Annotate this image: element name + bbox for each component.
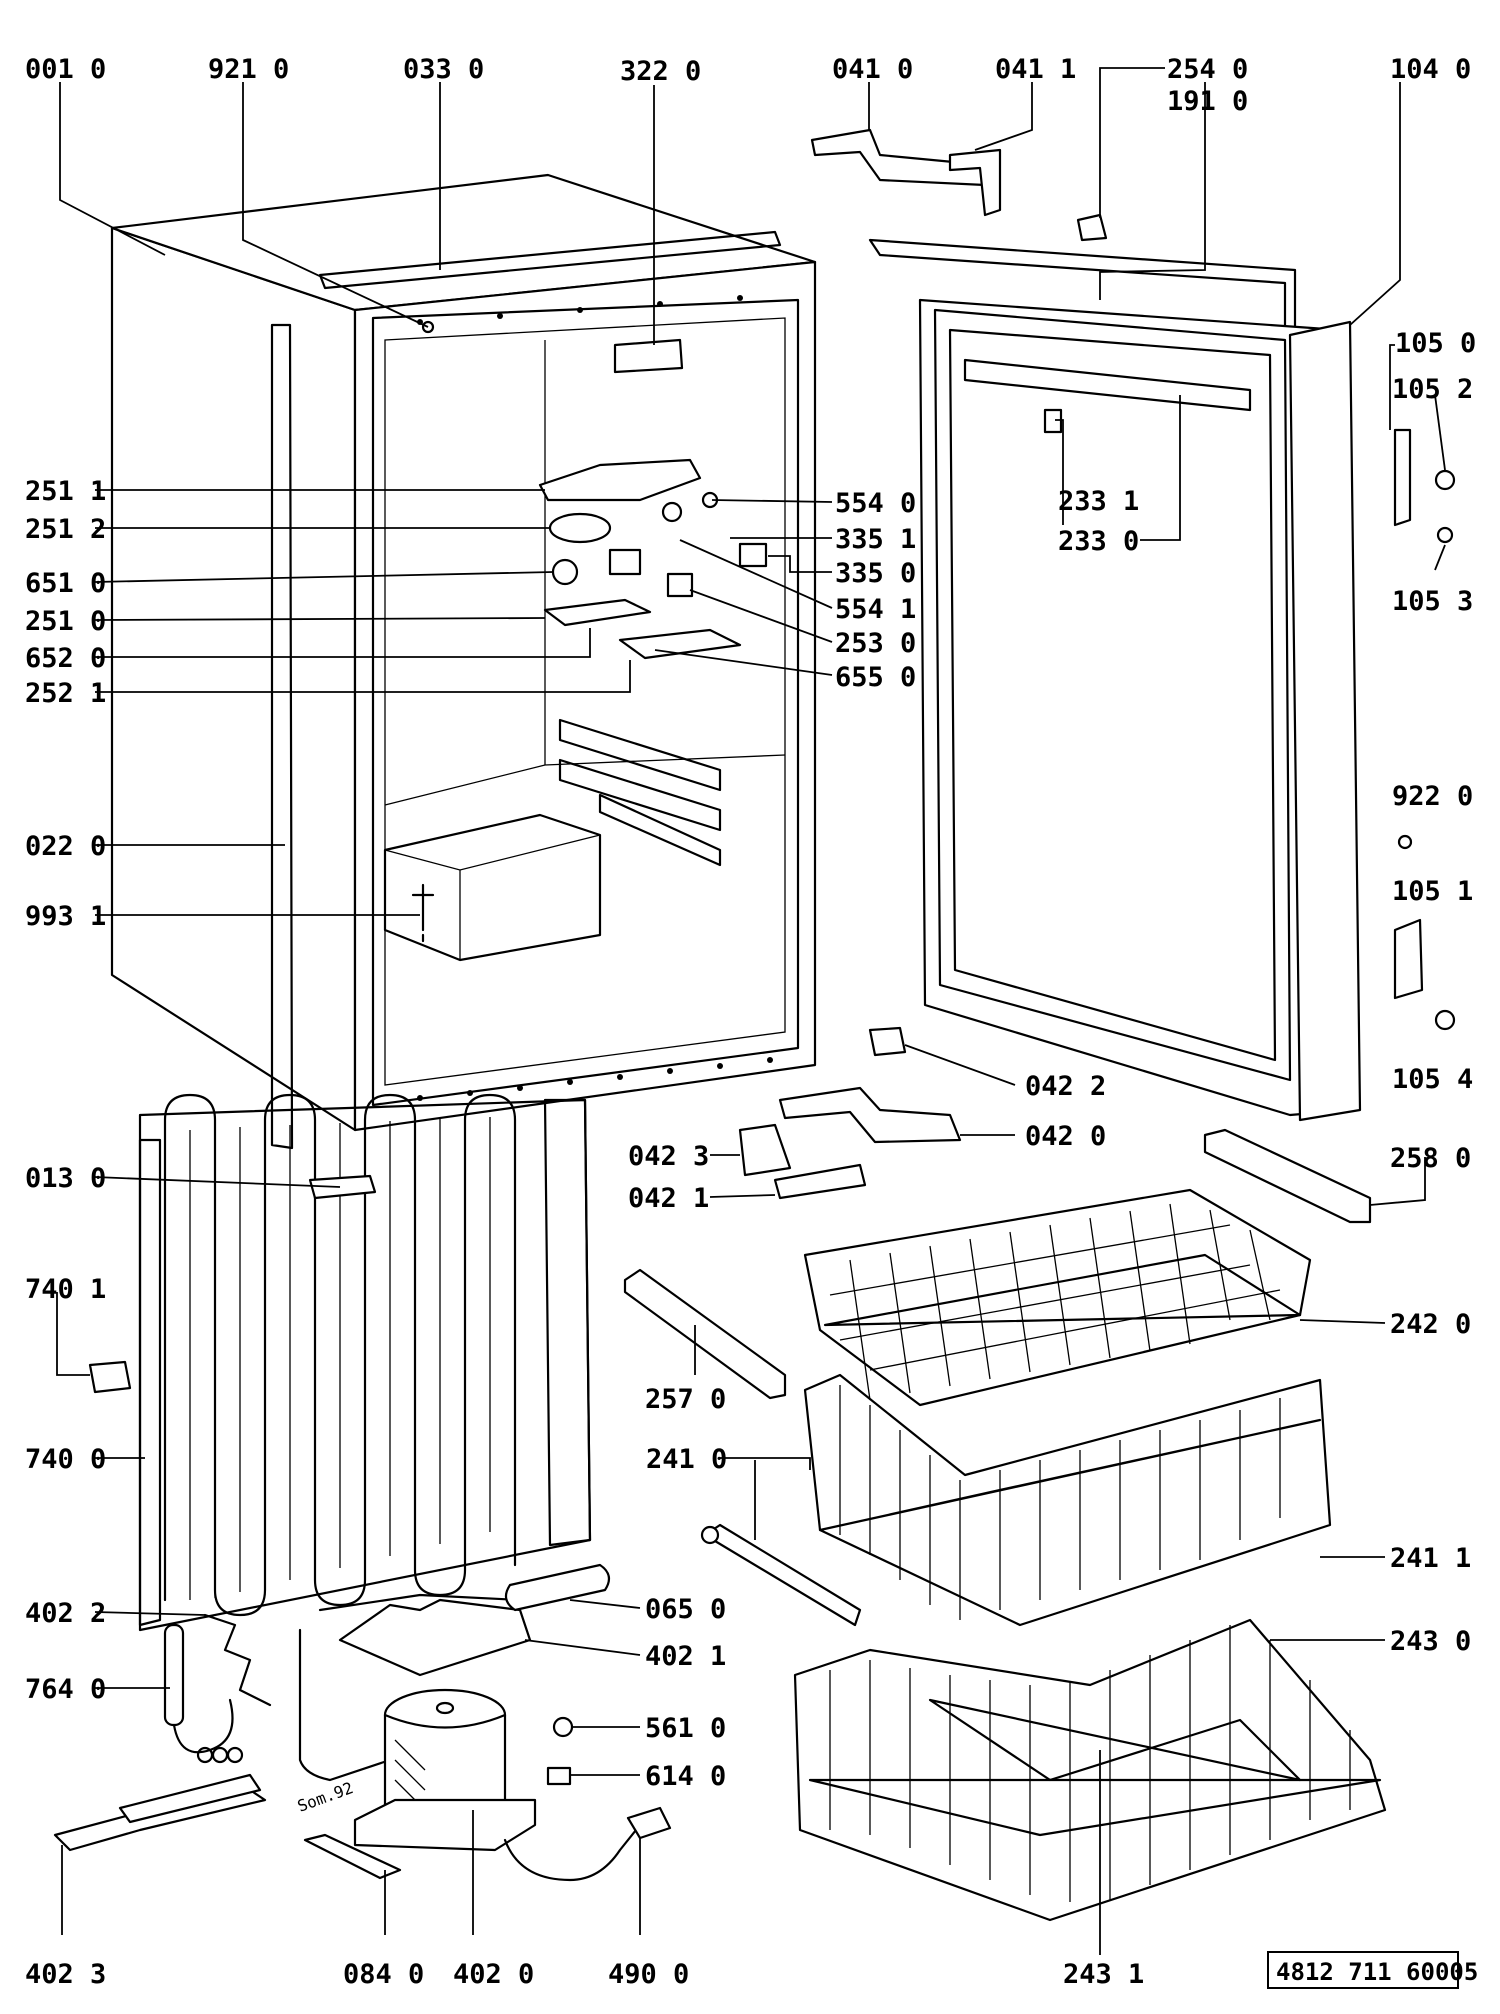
label-104-0: 104 0 — [1390, 54, 1471, 85]
label-251-2: 251 2 — [25, 514, 106, 545]
label-402-1: 402 1 — [645, 1641, 726, 1672]
label-022-0: 022 0 — [25, 831, 106, 862]
label-402-3: 402 3 — [25, 1959, 106, 1990]
label-243-1: 243 1 — [1063, 1959, 1144, 1990]
basket-243-wires — [829, 1625, 1351, 1902]
label-042-1: 042 1 — [628, 1183, 709, 1214]
label-614-0: 614 0 — [645, 1761, 726, 1792]
document-number: 4812 711 60005 — [1276, 1958, 1478, 1986]
leader-lines — [56, 67, 1446, 1955]
label-254-0: 254 0 — [1167, 54, 1248, 85]
label-257-0: 257 0 — [645, 1384, 726, 1415]
label-105-4: 105 4 — [1392, 1064, 1473, 1095]
compressor-stamp: Som.92 — [295, 1778, 356, 1816]
label-105-0: 105 0 — [1395, 328, 1476, 359]
label-922-0: 922 0 — [1392, 781, 1473, 812]
label-740-0: 740 0 — [25, 1444, 106, 1475]
label-041-1: 041 1 — [995, 54, 1076, 85]
label-764-0: 764 0 — [25, 1674, 106, 1705]
label-242-0: 242 0 — [1390, 1309, 1471, 1340]
label-065-0: 065 0 — [645, 1594, 726, 1625]
label-258-0: 258 0 — [1390, 1143, 1471, 1174]
label-013-0: 013 0 — [25, 1163, 106, 1194]
baskets — [623, 1128, 1387, 1922]
basket-241-wires — [839, 1385, 1281, 1620]
compressor: Som.92 — [53, 1563, 672, 1882]
label-740-1: 740 1 — [25, 1274, 106, 1305]
label-241-1: 241 1 — [1390, 1543, 1471, 1574]
label-402-0: 402 0 — [453, 1959, 534, 1990]
label-105-2: 105 2 — [1392, 374, 1473, 405]
document-number-box: 4812 711 60005 — [1267, 1951, 1478, 1989]
label-001-0: 001 0 — [25, 54, 106, 85]
label-252-1: 252 1 — [25, 678, 106, 709]
label-253-0: 253 0 — [835, 628, 916, 659]
label-243-0: 243 0 — [1390, 1626, 1471, 1657]
label-251-1: 251 1 — [25, 476, 106, 507]
label-042-0: 042 0 — [1025, 1121, 1106, 1152]
label-402-2: 402 2 — [25, 1598, 106, 1629]
label-921-0: 921 0 — [208, 54, 289, 85]
label-191-0: 191 0 — [1167, 86, 1248, 117]
label-042-3: 042 3 — [628, 1141, 709, 1172]
label-033-0: 033 0 — [403, 54, 484, 85]
label-251-0: 251 0 — [25, 606, 106, 637]
front-frame-dots — [417, 295, 773, 1101]
label-233-1: 233 1 — [1058, 486, 1139, 517]
condenser — [88, 1093, 592, 1782]
label-554-0: 554 0 — [835, 488, 916, 519]
label-105-3: 105 3 — [1392, 586, 1473, 617]
label-322-0: 322 0 — [620, 56, 701, 87]
label-233-0: 233 0 — [1058, 526, 1139, 557]
label-652-0: 652 0 — [25, 643, 106, 674]
label-651-0: 651 0 — [25, 568, 106, 599]
part-labels: 001 0 921 0 033 0 322 0 041 0 041 1 254 … — [25, 54, 1476, 1990]
wire-grid — [829, 1203, 1281, 1401]
label-554-1: 554 1 — [835, 594, 916, 625]
label-041-0: 041 0 — [832, 54, 913, 85]
door — [738, 128, 1456, 1200]
label-655-0: 655 0 — [835, 662, 916, 693]
label-993-1: 993 1 — [25, 901, 106, 932]
cabinet — [110, 173, 817, 1150]
label-042-2: 042 2 — [1025, 1071, 1106, 1102]
label-105-1: 105 1 — [1392, 876, 1473, 907]
label-241-0: 241 0 — [646, 1444, 727, 1475]
label-084-0: 084 0 — [343, 1959, 424, 1990]
label-561-0: 561 0 — [645, 1713, 726, 1744]
label-335-1: 335 1 — [835, 524, 916, 555]
label-490-0: 490 0 — [608, 1959, 689, 1990]
label-335-0: 335 0 — [835, 558, 916, 589]
